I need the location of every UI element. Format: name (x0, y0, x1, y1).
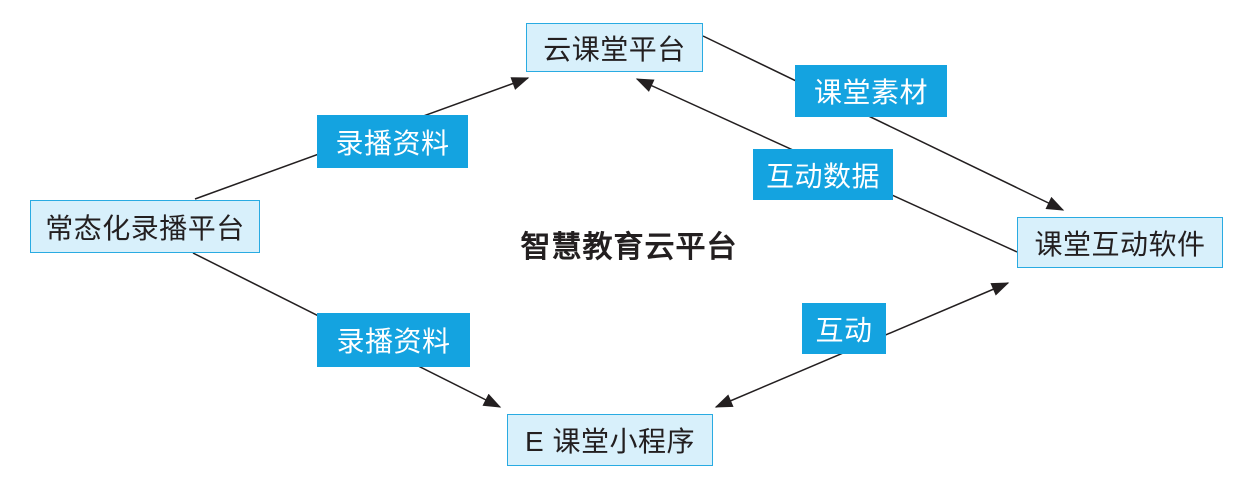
edge-label-recording-materials-top: 录播资料 (317, 115, 468, 168)
edge-label-interaction-data: 互动数据 (753, 149, 893, 200)
diagram-title: 智慧教育云平台 (520, 231, 738, 264)
edge-label-classroom-materials: 课堂素材 (795, 65, 947, 117)
node-e-classroom-mini-program: E 课堂小程序 (507, 414, 713, 466)
node-classroom-interactive-software: 课堂互动软件 (1017, 217, 1223, 268)
node-cloud-classroom-platform: 云课堂平台 (526, 23, 703, 72)
node-normalized-recording-platform: 常态化录播平台 (30, 200, 260, 253)
edge-label-recording-materials-bottom: 录播资料 (317, 313, 470, 367)
edge-label-interaction: 互动 (802, 303, 886, 354)
